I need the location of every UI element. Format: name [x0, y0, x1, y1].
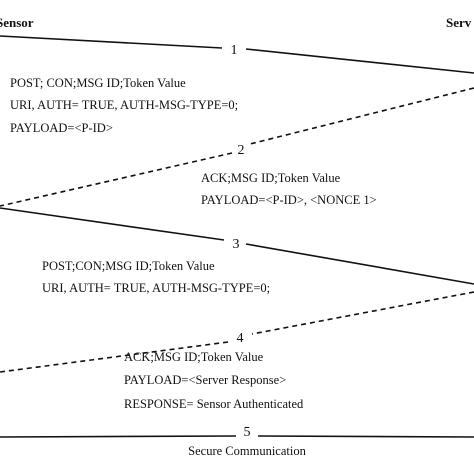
step-4-message-line-2: PAYLOAD=<Server Response> — [124, 373, 286, 387]
step-4-line-b — [0, 341, 229, 373]
step-2-line-b — [0, 152, 233, 207]
step-1-message-line-1: POST; CON;MSG ID;Token Value — [10, 76, 186, 90]
step-4-number: 4 — [237, 331, 244, 346]
step-5-line: 5 — [0, 425, 474, 440]
step-4-message-line-1: ACK;MSG ID;Token Value — [124, 350, 264, 364]
sensor-label: Sensor — [0, 15, 34, 30]
secure-communication-label: Secure Communication — [188, 444, 306, 458]
step-1-message-line-3: PAYLOAD=<P-ID> — [10, 121, 113, 135]
step-2-number: 2 — [238, 143, 245, 158]
step-1-message-line-2: URI, AUTH= TRUE, AUTH-MSG-TYPE=0; — [10, 98, 238, 112]
step-3-message-line-2: URI, AUTH= TRUE, AUTH-MSG-TYPE=0; — [42, 281, 270, 295]
step-1-number: 1 — [231, 43, 238, 58]
step-1-arrow: 1 — [0, 35, 474, 74]
step-3-arrow: 3 — [0, 207, 474, 285]
step-2-message-line-2: PAYLOAD=<P-ID>, <NONCE 1> — [201, 193, 377, 207]
step-2-message-line-1: ACK;MSG ID;Token Value — [201, 171, 341, 185]
step-3-line-a — [0, 207, 225, 241]
step-5-line-a — [0, 435, 237, 438]
step-2-line-a — [249, 87, 474, 145]
step-4-line-a — [251, 291, 474, 335]
step-5-line-b — [257, 435, 474, 438]
step-3-number: 3 — [233, 237, 240, 252]
server-label: Serv — [446, 15, 472, 30]
step-1-line-a — [0, 35, 223, 49]
step-3-line-b — [245, 243, 474, 285]
step-5-number: 5 — [244, 425, 251, 440]
step-4-arrow: 4 — [0, 291, 474, 373]
step-1-line-b — [245, 48, 474, 74]
step-3-message-line-1: POST;CON;MSG ID;Token Value — [42, 259, 215, 273]
step-4-message-line-3: RESPONSE= Sensor Authenticated — [124, 397, 304, 411]
step-2-arrow: 2 — [0, 87, 474, 207]
